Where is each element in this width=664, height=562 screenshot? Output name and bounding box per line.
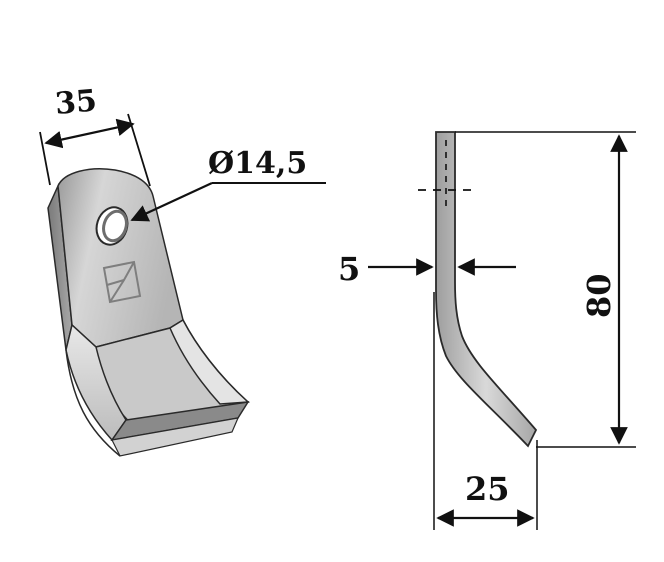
dim-label-offset: 25 (465, 470, 510, 508)
dim-label-hole-diameter: Ø14,5 (208, 146, 307, 181)
blade-side-profile (418, 131, 538, 448)
dimension-thickness: 5 (338, 250, 516, 288)
dimension-height: 80 (455, 131, 636, 448)
dim-label-thickness: 5 (338, 250, 360, 288)
profile-shape (435, 131, 538, 448)
dimension-offset: 25 (433, 292, 538, 530)
blade-front-face (57, 168, 184, 348)
dimension-hole-diameter: Ø14,5 (130, 146, 326, 222)
stamp-logo-icon (102, 260, 142, 304)
dim-label-height: 80 (580, 273, 618, 318)
dim-label-width-top: 35 (54, 83, 99, 122)
dimension-width-top: 35 (39, 83, 151, 187)
blade-perspective-view (47, 168, 250, 457)
